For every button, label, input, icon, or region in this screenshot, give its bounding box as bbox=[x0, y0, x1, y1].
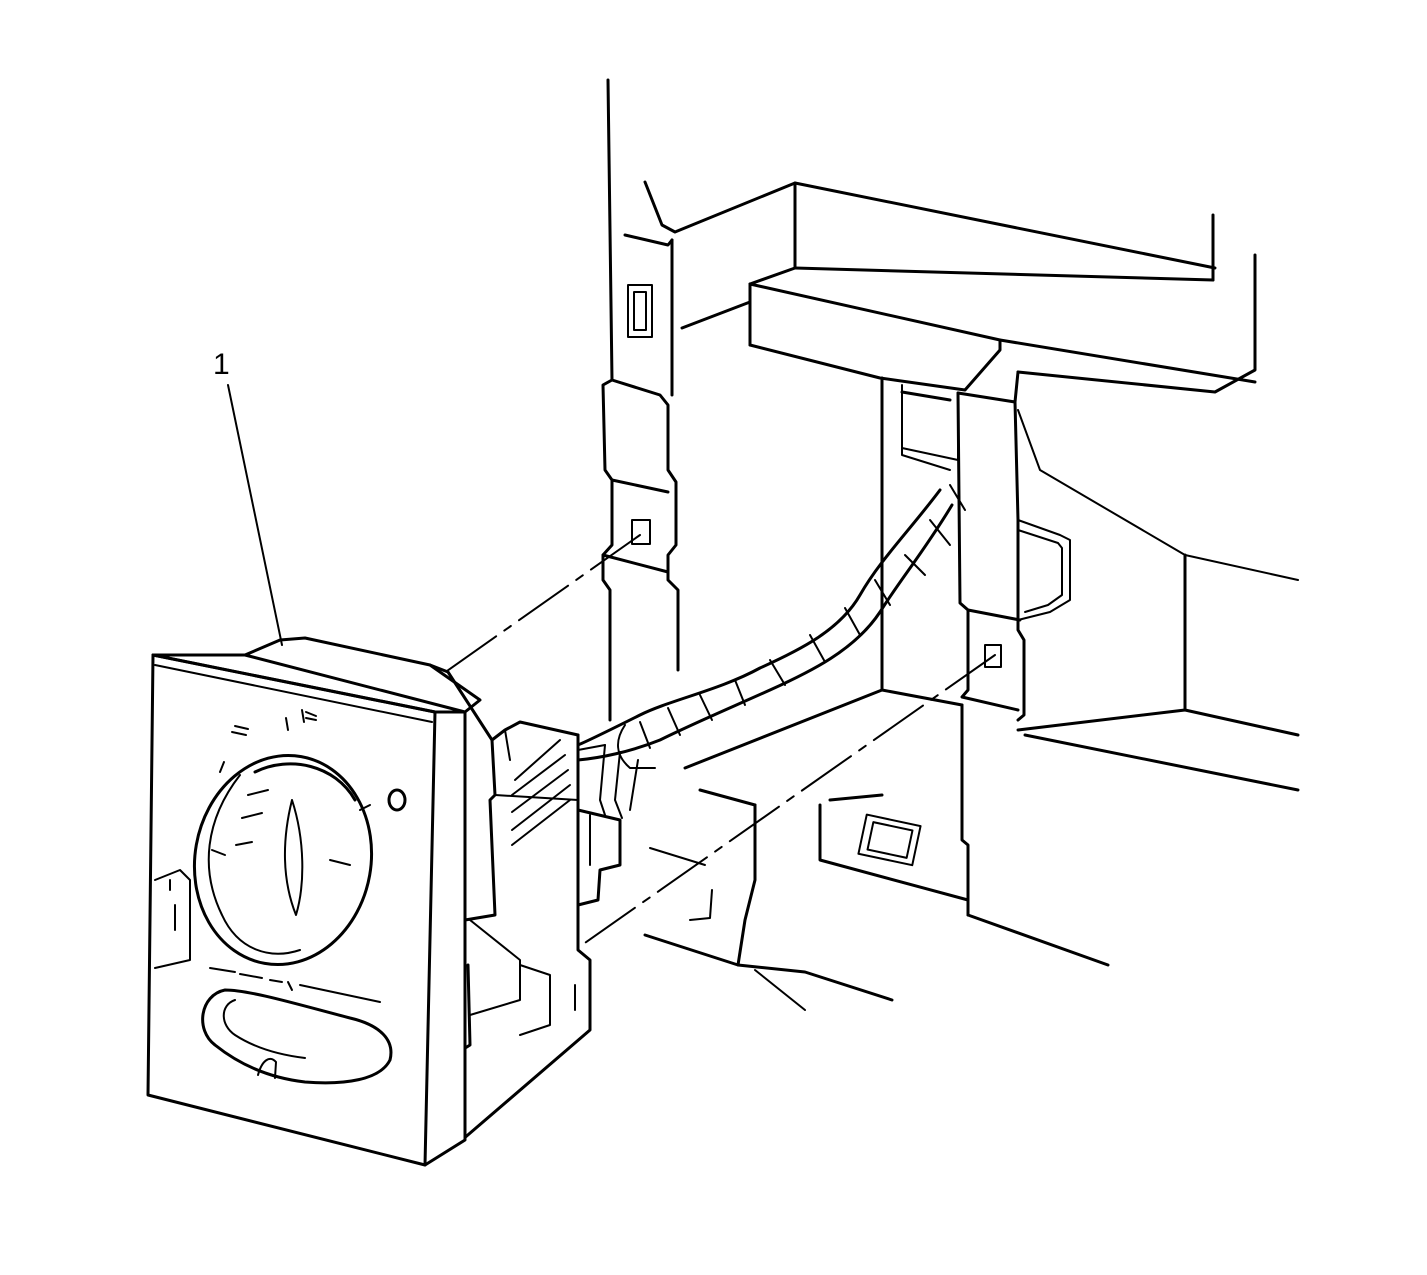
callout-number-1: 1 bbox=[213, 348, 230, 381]
wiring-harness bbox=[576, 484, 966, 819]
alignment-lines bbox=[419, 534, 996, 946]
headlamp-switch-assembly bbox=[146, 636, 622, 1167]
instrument-panel-structure bbox=[601, 78, 1300, 1011]
callout-1-leader bbox=[227, 384, 283, 646]
